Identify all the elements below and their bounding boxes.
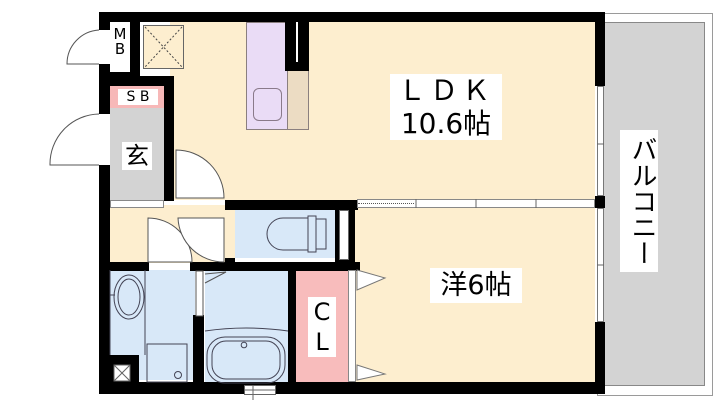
- ldk-name: ＬＤＫ: [397, 74, 494, 107]
- ldk-size: 10.6帖: [400, 107, 492, 140]
- ldk-floor: [170, 20, 595, 200]
- outer-wall-right-mid: [595, 196, 605, 208]
- outer-wall-bottom: [99, 382, 605, 394]
- entrance-step: [110, 200, 164, 208]
- toilet-icon: [266, 215, 327, 253]
- entrance-top-wall: [99, 76, 171, 86]
- kitchen-partition-line: [296, 22, 298, 62]
- bath-door-icon: [195, 270, 227, 317]
- closet-label: C L: [308, 297, 336, 357]
- sliding-door-dotted: [358, 203, 414, 204]
- shoe-box-label: S B: [118, 89, 158, 105]
- outer-wall-right-top: [595, 12, 605, 86]
- washbasin-icon: [109, 270, 146, 355]
- meter-box-label-b: B: [114, 40, 126, 58]
- washing-machine-icon: [146, 343, 188, 383]
- closet-door-icons: [356, 269, 387, 381]
- outer-wall-left-mid: [99, 64, 110, 114]
- storage-hatch-x-icon: [144, 26, 183, 68]
- entrance-right-wall: [164, 76, 174, 201]
- bathroom-left-wall: [193, 315, 204, 390]
- closet-door-frame: [348, 270, 356, 382]
- meter-box-label: M B: [112, 27, 128, 57]
- toilet-vent: [339, 210, 349, 260]
- closet-label-l: L: [315, 328, 329, 356]
- kitchen-sink: [253, 88, 282, 121]
- outer-wall-left-top: [99, 12, 110, 30]
- toilet-top-wall: [225, 200, 358, 210]
- balcony-label: バルコニー: [620, 130, 658, 272]
- drain-x-icon: [113, 364, 131, 382]
- outer-wall-right-bottom: [595, 322, 605, 394]
- outer-wall-top: [99, 12, 605, 22]
- meter-box-wall: [130, 12, 140, 74]
- ldk-label: ＬＤＫ 10.6帖: [390, 74, 502, 140]
- closet-right-wall: [348, 262, 356, 272]
- western-room-label: 洋6帖: [430, 268, 522, 303]
- window-ticks: [244, 143, 604, 400]
- entrance-label: 玄: [122, 142, 152, 170]
- door-swing-icons: [49, 29, 225, 263]
- washroom-top-wall: [99, 262, 149, 271]
- storage-hatch: [143, 25, 184, 69]
- meter-box-label-m: M: [113, 25, 127, 43]
- outer-wall-left-low: [99, 165, 110, 394]
- bathroom-floor: [205, 270, 288, 382]
- window-ldk: [597, 86, 604, 196]
- bathroom-right-wall: [288, 262, 296, 390]
- closet-label-c: C: [313, 298, 331, 326]
- bathtub-icon: [204, 327, 289, 384]
- washroom-top-wall-right: [190, 262, 360, 271]
